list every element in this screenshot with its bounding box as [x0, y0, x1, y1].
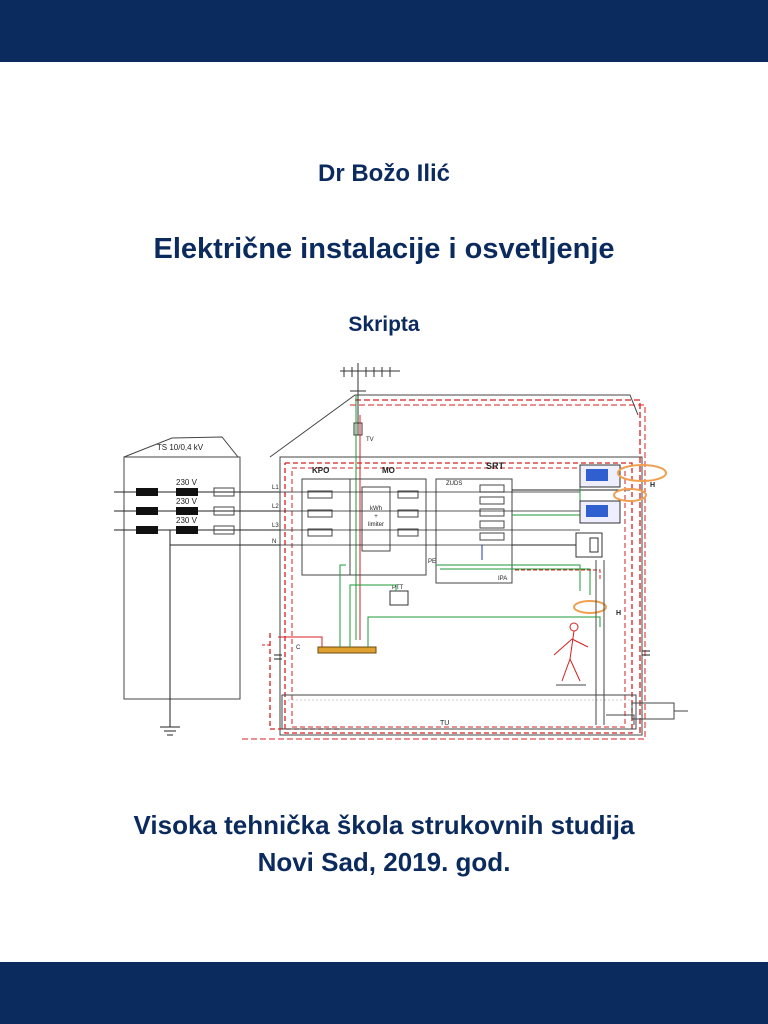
place-date: Novi Sad, 2019. god.: [257, 847, 511, 877]
institution: Visoka tehnička škola strukovnih studija: [133, 810, 635, 840]
transformer-station: TS 10/0,4 kV 230 V 230 V 230 V: [114, 436, 280, 736]
ptt-label: PTT: [392, 585, 404, 591]
electrical-installation-diagram: TS 10/0,4 kV 230 V 230 V 230 V: [114, 363, 688, 740]
equipotential-bar: [317, 646, 377, 654]
line-l2: L2: [272, 504, 279, 510]
meter-kwh: kWh: [370, 506, 382, 512]
ptt-box: [389, 590, 409, 606]
h-label-2: H: [616, 610, 621, 617]
pe-label: PE: [428, 559, 436, 565]
zuds-label: ZUDS: [446, 481, 462, 487]
mo-label: MO: [382, 466, 395, 475]
tv-label: TV: [366, 437, 374, 443]
meter-plus: +: [374, 514, 378, 520]
srt-label: SRT: [486, 461, 505, 471]
document-subtitle: Skripta: [348, 313, 420, 336]
kpo-box: [301, 478, 351, 576]
voltage-label-2: 230 V: [176, 497, 198, 506]
person-icon: [553, 622, 589, 686]
mo-box: [349, 478, 427, 576]
top-band: [0, 0, 768, 62]
house-outline: TU: [240, 394, 646, 740]
line-n: N: [272, 539, 276, 545]
author: Dr Božo Ilić: [317, 160, 450, 187]
voltage-label-3: 230 V: [176, 516, 198, 525]
ipa-label: IPA: [498, 576, 507, 582]
meter-limiter: limiter: [368, 522, 384, 528]
computer-icon: [575, 464, 621, 558]
h-label-1: H: [650, 482, 655, 489]
voltage-label-1: 230 V: [176, 478, 198, 487]
kpo-label: KPO: [312, 466, 329, 475]
srt-box: [435, 478, 513, 584]
ts-label: TS 10/0,4 kV: [157, 443, 204, 452]
c-label: C: [296, 645, 301, 651]
bottom-band: [0, 962, 768, 1024]
orange-loops: [573, 464, 667, 614]
antenna-icon: [340, 363, 400, 436]
document-title: Električne instalacije i osvetljenje: [153, 233, 615, 265]
line-l1: L1: [272, 485, 279, 491]
tu-label: TU: [440, 720, 449, 727]
line-l3: L3: [272, 523, 279, 529]
